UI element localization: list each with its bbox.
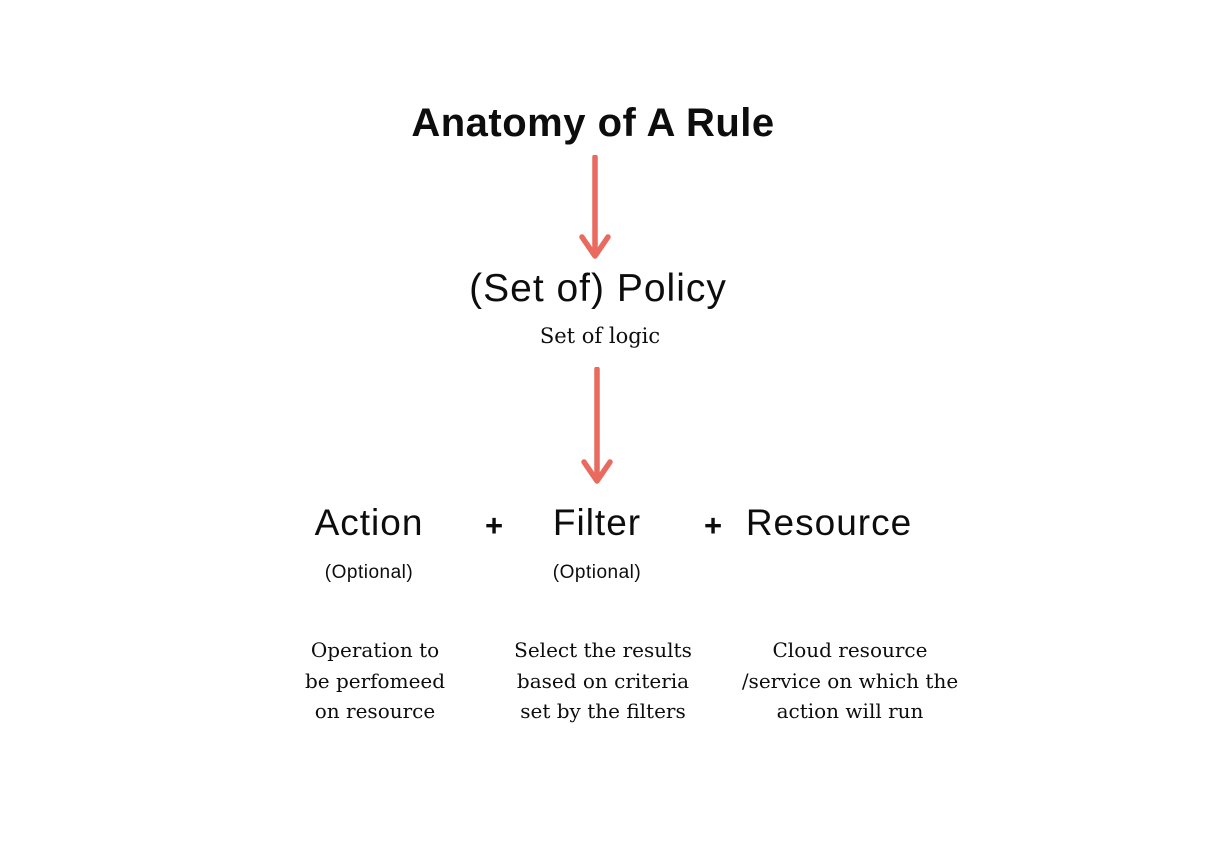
arrow-head [579,234,611,259]
component-description-resource: Cloud resource /service on which the act… [741,638,959,723]
component-description-filter: Select the results based on criteria set… [514,638,692,723]
component-label-resource: Resource [745,502,913,543]
component-label-action: Action [314,502,424,543]
policy-label: (Set of) Policy [469,267,727,310]
component-label-filter: Filter [552,502,642,543]
optional-qualifier-action: (Optional) [324,562,414,583]
arrow-head [581,459,613,484]
policy-sublabel: Set of logic [539,324,661,348]
plus-operator: + [703,508,723,543]
component-description-action: Operation to be perfomeed on resource [304,638,446,723]
down-arrow-icon [579,155,611,259]
plus-operator: + [484,508,504,543]
down-arrow-icon [581,367,613,484]
diagram-title: Anatomy of A Rule [411,101,775,145]
optional-qualifier-filter: (Optional) [552,562,642,583]
